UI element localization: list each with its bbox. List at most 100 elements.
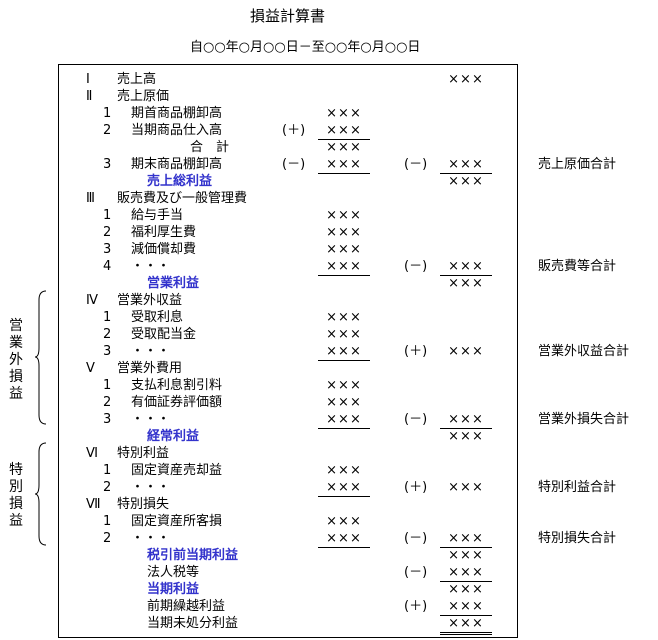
item-number: 1: [103, 310, 112, 325]
item-number: 1: [103, 106, 112, 121]
amount: ×××: [318, 123, 370, 140]
item-label: ・・・: [131, 344, 171, 359]
profit-label: 経常利益: [147, 429, 200, 444]
item-number: 3: [103, 412, 112, 427]
item-number: 3: [103, 344, 112, 359]
sign: (－): [404, 531, 428, 546]
section-numeral: Ⅲ: [86, 191, 95, 206]
section-label: 販売費及び一般管理費: [117, 191, 248, 206]
profit-label: 当期利益: [147, 582, 200, 597]
amount: ×××: [326, 327, 362, 342]
total-label: 特別利益合計: [538, 480, 617, 495]
sign: (－): [404, 157, 428, 172]
item-label: 当期商品仕入高: [131, 123, 223, 138]
amount: ×××: [448, 480, 484, 495]
period: 自○○年○月○○日－至○○年○月○○日: [190, 40, 421, 55]
item-number: 2: [103, 225, 112, 240]
item-label: 支払利息割引料: [131, 378, 223, 393]
item-label: 固定資産売却益: [131, 463, 223, 478]
item-label: 固定資産所客損: [131, 514, 223, 529]
sign: (－): [404, 259, 428, 274]
sign: (＋): [282, 123, 306, 138]
item-label: 受取配当金: [131, 327, 197, 342]
section-numeral: Ⅶ: [86, 497, 101, 512]
sign: (－): [404, 565, 428, 580]
item-label: ・・・: [131, 531, 171, 546]
amount: ×××: [440, 531, 492, 548]
item-label: ・・・: [131, 480, 171, 495]
total-label: 販売費等合計: [538, 259, 617, 274]
line-label: 法人税等: [147, 565, 200, 580]
document-title: 損益計算書: [249, 7, 325, 25]
item-number: 1: [103, 463, 112, 478]
brace-icon: [34, 290, 47, 425]
amount: ×××: [440, 157, 492, 174]
item-number: 2: [103, 327, 112, 342]
item-label: ・・・: [131, 412, 171, 427]
item-number: 2: [103, 531, 112, 546]
item-label: ・・・: [131, 259, 171, 274]
amount: ×××: [448, 276, 484, 291]
item-label: 福利厚生費: [131, 225, 197, 240]
item-number: 1: [103, 378, 112, 393]
section-label: 営業外収益: [117, 293, 183, 308]
amount: ×××: [326, 208, 362, 223]
section-label: 特別利益: [117, 446, 170, 461]
amount: ×××: [326, 378, 362, 393]
amount: ×××: [318, 259, 370, 276]
amount: ×××: [318, 480, 370, 497]
line-label: 当期未処分利益: [147, 616, 239, 631]
item-number: 2: [103, 123, 112, 138]
section-numeral: Ⅵ: [86, 446, 98, 461]
amount: ×××: [326, 242, 362, 257]
amount: ×××: [448, 548, 484, 563]
amount: ×××: [440, 259, 492, 276]
amount: ×××: [318, 157, 370, 174]
sign: (－): [282, 157, 306, 172]
line-label: 前期繰越利益: [147, 599, 226, 614]
brace-icon: [34, 442, 47, 546]
section-label: 売上原価: [117, 89, 170, 104]
item-label: 期末商品棚卸高: [131, 157, 223, 172]
section-label: 売上高: [117, 72, 157, 87]
amount: ×××: [326, 225, 362, 240]
amount: ×××: [318, 412, 370, 429]
item-number: 3: [103, 157, 112, 172]
profit-label: 売上総利益: [147, 174, 213, 189]
sign: (＋): [404, 480, 428, 495]
amount: ×××: [326, 463, 362, 478]
sign: (－): [404, 412, 428, 427]
item-number: 3: [103, 242, 112, 257]
amount: ×××: [448, 429, 484, 444]
amount: ×××: [440, 616, 492, 635]
sign: (＋): [404, 344, 428, 359]
item-label: 期首商品棚卸高: [131, 106, 223, 121]
section-numeral: Ⅰ: [86, 72, 90, 87]
item-number: 1: [103, 514, 112, 529]
item-label: 減価償却費: [131, 242, 197, 257]
item-label: 受取利息: [131, 310, 184, 325]
amount: ×××: [318, 344, 370, 361]
profit-label: 税引前当期利益: [147, 548, 239, 563]
section-numeral: Ⅱ: [86, 89, 93, 104]
amount: ×××: [326, 106, 362, 121]
item-number: 2: [103, 395, 112, 410]
amount: ×××: [326, 310, 362, 325]
subtotal-label: 合 計: [190, 140, 230, 155]
section-label: 特別損失: [117, 497, 170, 512]
amount: ×××: [440, 565, 492, 582]
sign: (＋): [404, 599, 428, 614]
group-label-extraordinary: 特別損益: [9, 462, 23, 529]
amount: ×××: [326, 140, 362, 155]
amount: ×××: [440, 599, 492, 616]
amount: ×××: [326, 514, 362, 529]
total-label: 営業外損失合計: [538, 412, 630, 427]
amount: ×××: [326, 395, 362, 410]
amount: ×××: [440, 412, 492, 429]
amount: ×××: [448, 174, 484, 189]
item-number: 1: [103, 208, 112, 223]
section-label: 営業外費用: [117, 361, 183, 376]
statement-frame: [58, 64, 518, 638]
amount: ×××: [318, 531, 370, 548]
total-label: 特別損失合計: [538, 531, 617, 546]
